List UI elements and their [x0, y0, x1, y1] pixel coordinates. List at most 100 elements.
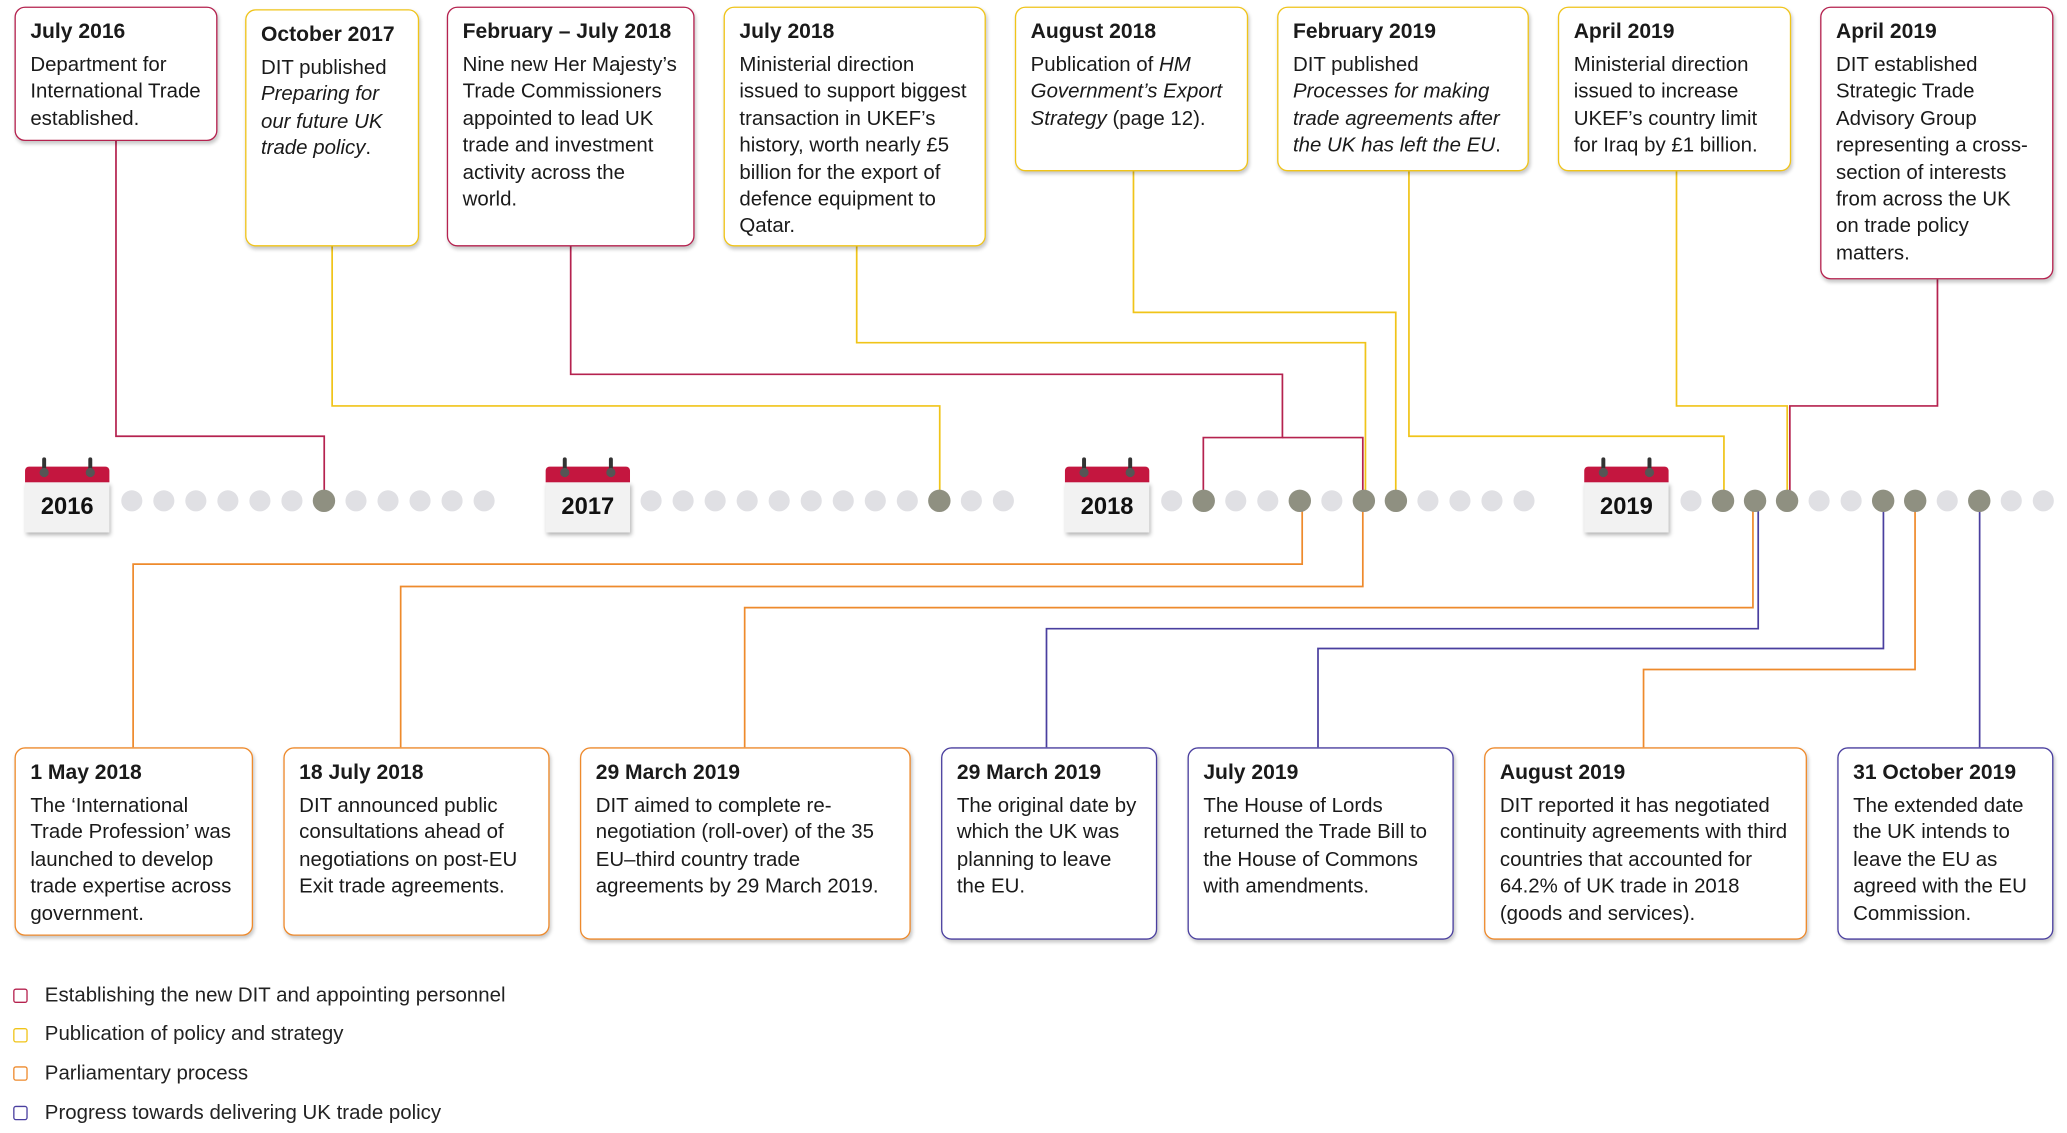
event-box-feb-jul-2018: February – July 2018 Nine new Her Majest…: [446, 6, 695, 247]
connector-line: [331, 246, 941, 501]
timeline-dot: [217, 490, 239, 512]
legend-label: Establishing the new DIT and appointing …: [44, 984, 506, 1007]
connector-line: [855, 246, 1367, 501]
event-box-aug-2019: August 2019 DIT reported it has negotiat…: [1484, 747, 1807, 940]
timeline-dot: [736, 490, 758, 512]
legend-item-progress: Progress towards delivering UK trade pol…: [13, 1094, 505, 1133]
event-date: April 2019: [1835, 21, 1937, 44]
event-box-jul-2018: July 2018 Ministerial direction issued t…: [723, 6, 986, 247]
event-box-aug-2018: August 2018 Publication of HM Government…: [1014, 6, 1249, 172]
event-date: July 2019: [1203, 761, 1299, 785]
event-box-apr-2019-stag: April 2019 DIT established Strategic Tra…: [1820, 6, 2054, 280]
timeline-dot: [640, 490, 662, 512]
timeline-dot: [1808, 490, 1830, 512]
timeline-event-dot: [928, 489, 951, 513]
timeline-event-dot: [1352, 489, 1376, 513]
year-label: 2017: [545, 482, 631, 533]
event-date: October 2017: [260, 23, 395, 47]
event-text: The extended date the UK intends to leav…: [1853, 794, 2027, 925]
event-box-mar-2019-leave: 29 March 2019 The original date by which…: [941, 747, 1158, 940]
timeline-dot: [409, 490, 431, 512]
connector-line: [1132, 171, 1397, 501]
timeline-dot: [960, 490, 982, 512]
event-date: April 2019: [1573, 21, 1675, 44]
connector-line: [1408, 171, 1725, 501]
timeline-event-dot: [312, 489, 336, 513]
event-date: 29 March 2019: [595, 761, 740, 785]
timeline-dot: [441, 490, 463, 512]
timeline-dot: [1481, 490, 1503, 512]
connector-line: [1282, 436, 1364, 501]
timeline-dot: [153, 490, 175, 512]
timeline-dot: [2032, 490, 2054, 512]
event-date: 29 March 2019: [956, 761, 1102, 785]
timeline-dot: [1513, 490, 1535, 512]
legend-item-publication: Publication of policy and strategy: [13, 1016, 505, 1055]
legend-swatch: [13, 988, 28, 1004]
timeline-dot: [1449, 490, 1471, 512]
legend-swatch: [13, 1027, 28, 1043]
timeline-dot: [1321, 490, 1343, 512]
timeline-dot: [345, 490, 367, 512]
event-text: Nine new Her Majesty’s Trade Commissione…: [462, 54, 677, 211]
event-text: DIT established Strategic Trade Advisory…: [1835, 54, 2028, 265]
timeline-event-dot: [1775, 489, 1799, 513]
timeline-dot: [1680, 490, 1702, 512]
legend-swatch: [13, 1105, 28, 1121]
legend-label: Publication of policy and strategy: [44, 1023, 344, 1046]
timeline-dot: [864, 490, 886, 512]
event-text: Publication of HM Government’s Export St…: [1030, 54, 1223, 131]
event-box-feb-2019: February 2019 DIT published Processes fo…: [1277, 6, 1529, 172]
legend-label: Progress towards delivering UK trade pol…: [44, 1101, 442, 1124]
year-label: 2016: [25, 482, 110, 533]
event-box-jul-2016: July 2016 Department for International T…: [14, 6, 218, 142]
timeline-dot: [800, 490, 822, 512]
event-text: Ministerial direction issued to increase…: [1573, 54, 1758, 158]
timeline-dot: [249, 490, 271, 512]
timeline-event-dot: [1192, 489, 1215, 513]
timeline-dot: [473, 490, 495, 512]
event-text: Department for International Trade estab…: [30, 54, 201, 131]
legend-label: Parliamentary process: [44, 1062, 249, 1085]
connector-line: [115, 141, 326, 501]
event-text: Ministerial direction issued to support …: [739, 54, 967, 238]
timeline-dot: [1257, 490, 1279, 512]
connector-line: [569, 246, 1284, 501]
event-date: August 2019: [1499, 761, 1626, 785]
event-box-jul-2019: July 2019 The House of Lords returned th…: [1187, 747, 1454, 940]
timeline-dot: [185, 490, 207, 512]
event-date: July 2016: [30, 21, 126, 44]
legend-item-establishing: Establishing the new DIT and appointing …: [13, 977, 506, 1016]
event-text: The House of Lords returned the Trade Bi…: [1203, 794, 1428, 898]
event-date: 18 July 2018: [299, 761, 424, 785]
event-text: DIT announced public consultations ahead…: [299, 794, 518, 898]
connector-line: [132, 500, 1304, 748]
event-date: 1 May 2018: [30, 761, 142, 785]
timeline-event-dot: [1968, 489, 1991, 513]
event-text: The ‘International Trade Profession’ was…: [30, 794, 232, 925]
connector-line: [743, 500, 1754, 748]
timeline-event-dot: [1384, 489, 1408, 513]
timeline-event-dot: [1711, 489, 1735, 513]
calendar-2017-icon: 2017: [545, 457, 631, 533]
legend: Establishing the new DIT and appointing …: [13, 977, 506, 1133]
event-text: DIT published Preparing for our future U…: [260, 56, 387, 160]
timeline-dot: [121, 490, 143, 512]
connector-line: [1642, 500, 1916, 748]
timeline-dot: [896, 490, 918, 512]
event-box-oct-2019: 31 October 2019 The extended date the UK…: [1837, 747, 2054, 940]
event-text: DIT published Processes for making trade…: [1292, 54, 1501, 158]
calendar-2016-icon: 2016: [25, 457, 110, 533]
timeline-dot: [281, 490, 303, 512]
timeline-dot: [1936, 490, 1958, 512]
timeline-event-dot: [1871, 489, 1895, 513]
timeline-dot: [768, 490, 790, 512]
connector-line: [1317, 500, 1885, 748]
year-label: 2019: [1584, 482, 1669, 533]
event-text: The original date by which the UK was pl…: [956, 794, 1137, 898]
event-date: February – July 2018: [462, 21, 672, 44]
calendar-2018-icon: 2018: [1064, 457, 1150, 533]
timeline-dot: [992, 490, 1014, 512]
timeline-event-dot: [1288, 489, 1312, 513]
